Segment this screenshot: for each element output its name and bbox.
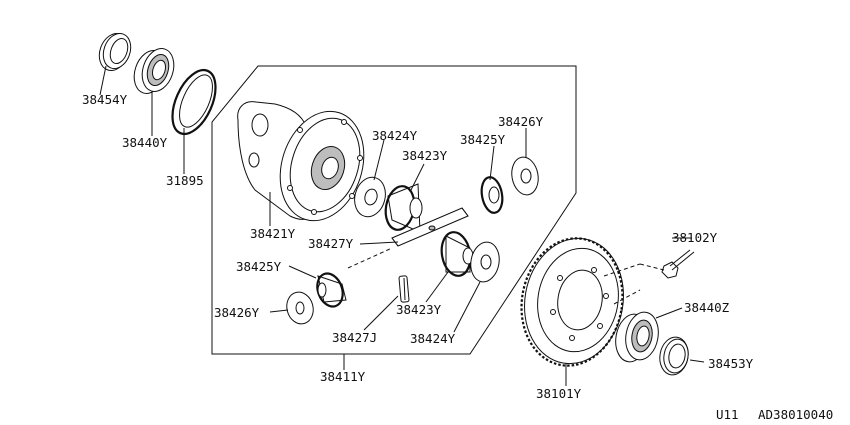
label-38423Y-bottom[interactable]: 38423Y [396, 302, 442, 317]
label-38423Y-top[interactable]: 38423Y [402, 148, 448, 163]
pinion-washer-right-part [511, 156, 539, 196]
model-code: U11 [716, 407, 739, 422]
bearing-left-part [133, 48, 175, 94]
label-38424Y-top[interactable]: 38424Y [372, 128, 418, 143]
assembly-boundary [211, 65, 577, 355]
label-38425Y-right[interactable]: 38425Y [460, 132, 506, 147]
label-38426Y-left[interactable]: 38426Y [214, 305, 260, 320]
label-38453Y[interactable]: 38453Y [708, 356, 754, 371]
pinion-gear-left-part [316, 272, 347, 308]
label-38101Y[interactable]: 38101Y [536, 386, 582, 401]
label-38440Y[interactable]: 38440Y [122, 135, 168, 150]
ring-gear-bolt-part [661, 249, 695, 279]
label-31895[interactable]: 31895 [166, 173, 204, 188]
seal-right-part [659, 336, 689, 376]
side-gear-top-part [384, 183, 423, 233]
label-38440Z[interactable]: 38440Z [684, 300, 730, 315]
footer-codes: U11 AD38010040 [716, 407, 833, 422]
label-38427Y[interactable]: 38427Y [308, 236, 354, 251]
label-38454Y[interactable]: 38454Y [82, 92, 128, 107]
label-38425Y-left[interactable]: 38425Y [236, 259, 282, 274]
pinion-washer-left-part [286, 291, 314, 325]
seal-left-part [98, 33, 132, 71]
label-38426Y-right[interactable]: 38426Y [498, 114, 544, 129]
bearing-right-part [615, 311, 659, 363]
label-38421Y[interactable]: 38421Y [250, 226, 296, 241]
pinion-gear-right-part [480, 176, 504, 214]
label-38424Y-bottom[interactable]: 38424Y [410, 331, 456, 346]
label-38411Y[interactable]: 38411Y [320, 369, 366, 384]
diagram-code: AD38010040 [758, 407, 833, 422]
speedo-gear-part [171, 68, 217, 136]
leader-lines [99, 65, 705, 386]
ring-gear-part [520, 237, 624, 367]
label-38427J[interactable]: 38427J [332, 330, 377, 345]
alignment-lines [347, 247, 665, 305]
pinion-shaft-part [391, 207, 469, 247]
thrust-washer-top-part [354, 176, 386, 218]
side-gear-bottom-part [440, 231, 474, 277]
diff-case-part [237, 101, 365, 222]
thrust-washer-bottom-part [470, 241, 500, 283]
lock-pin-part [398, 275, 410, 303]
part-labels: 38454Y 38440Y 31895 38421Y 38424Y 38423Y… [82, 92, 754, 401]
label-38102Y[interactable]: 38102Y [672, 230, 718, 245]
